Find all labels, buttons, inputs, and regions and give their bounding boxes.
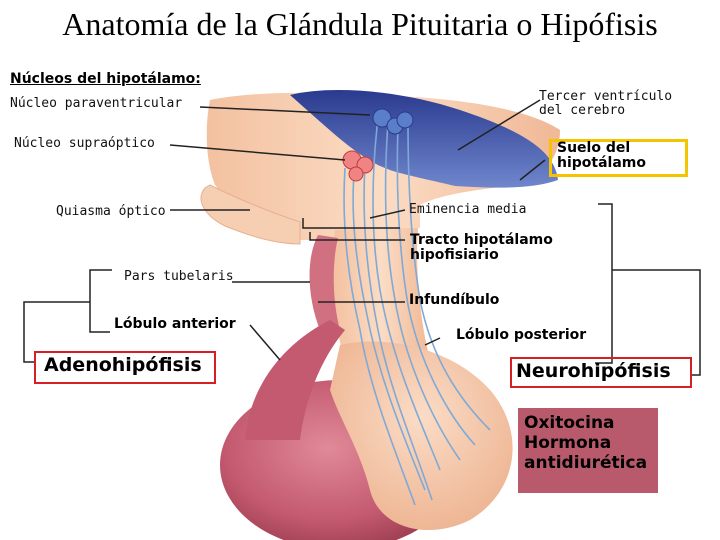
label-optic-chiasm: Quiasma óptico [56, 204, 166, 219]
hormone-antidiuretic: Hormona antidiurética [524, 433, 648, 473]
page-title: Anatomía de la Glándula Pituitaria o Hip… [62, 6, 658, 42]
posterior-lobe [330, 341, 513, 530]
label-pars-tuberalis: Pars tubelaris [124, 269, 234, 284]
label-third-ventricle: Tercer ventrículo del cerebro [539, 89, 673, 118]
label-hypothalamus-floor: Suelo del hipotálamo [557, 140, 646, 171]
supraoptic-nucleus-cells [342, 150, 374, 182]
label-paraventricular: Núcleo paraventricular [10, 96, 183, 111]
label-anterior-lobe: Lóbulo anterior [114, 316, 236, 332]
hormones-box: Oxitocina Hormona antidiurética [518, 408, 658, 493]
label-hypothalamo-hypophyseal-tract: Tracto hipotálamo hipofisiario [410, 232, 553, 263]
label-neurohypophysis: Neurohipófisis [516, 360, 671, 382]
hormone-oxytocin: Oxitocina [524, 413, 615, 433]
pars-tuberalis [309, 235, 340, 330]
label-infundibulum: Infundíbulo [409, 292, 500, 308]
leader-lines [23, 99, 701, 376]
paraventricular-nucleus-cells [372, 108, 414, 135]
neurohypophysis-box [510, 357, 692, 388]
adenohypophysis-box [34, 351, 216, 384]
label-supraoptic: Núcleo supraóptico [14, 136, 155, 151]
hypothalamus-floor-box [549, 139, 688, 177]
label-median-eminence: Eminencia media [409, 202, 527, 217]
hypothalamic-nuclei-heading: Núcleos del hipotálamo: [10, 71, 201, 87]
label-adenohypophysis: Adenohipófisis [44, 354, 202, 376]
nerve-fibers [343, 117, 491, 506]
label-posterior-lobe: Lóbulo posterior [456, 327, 587, 343]
